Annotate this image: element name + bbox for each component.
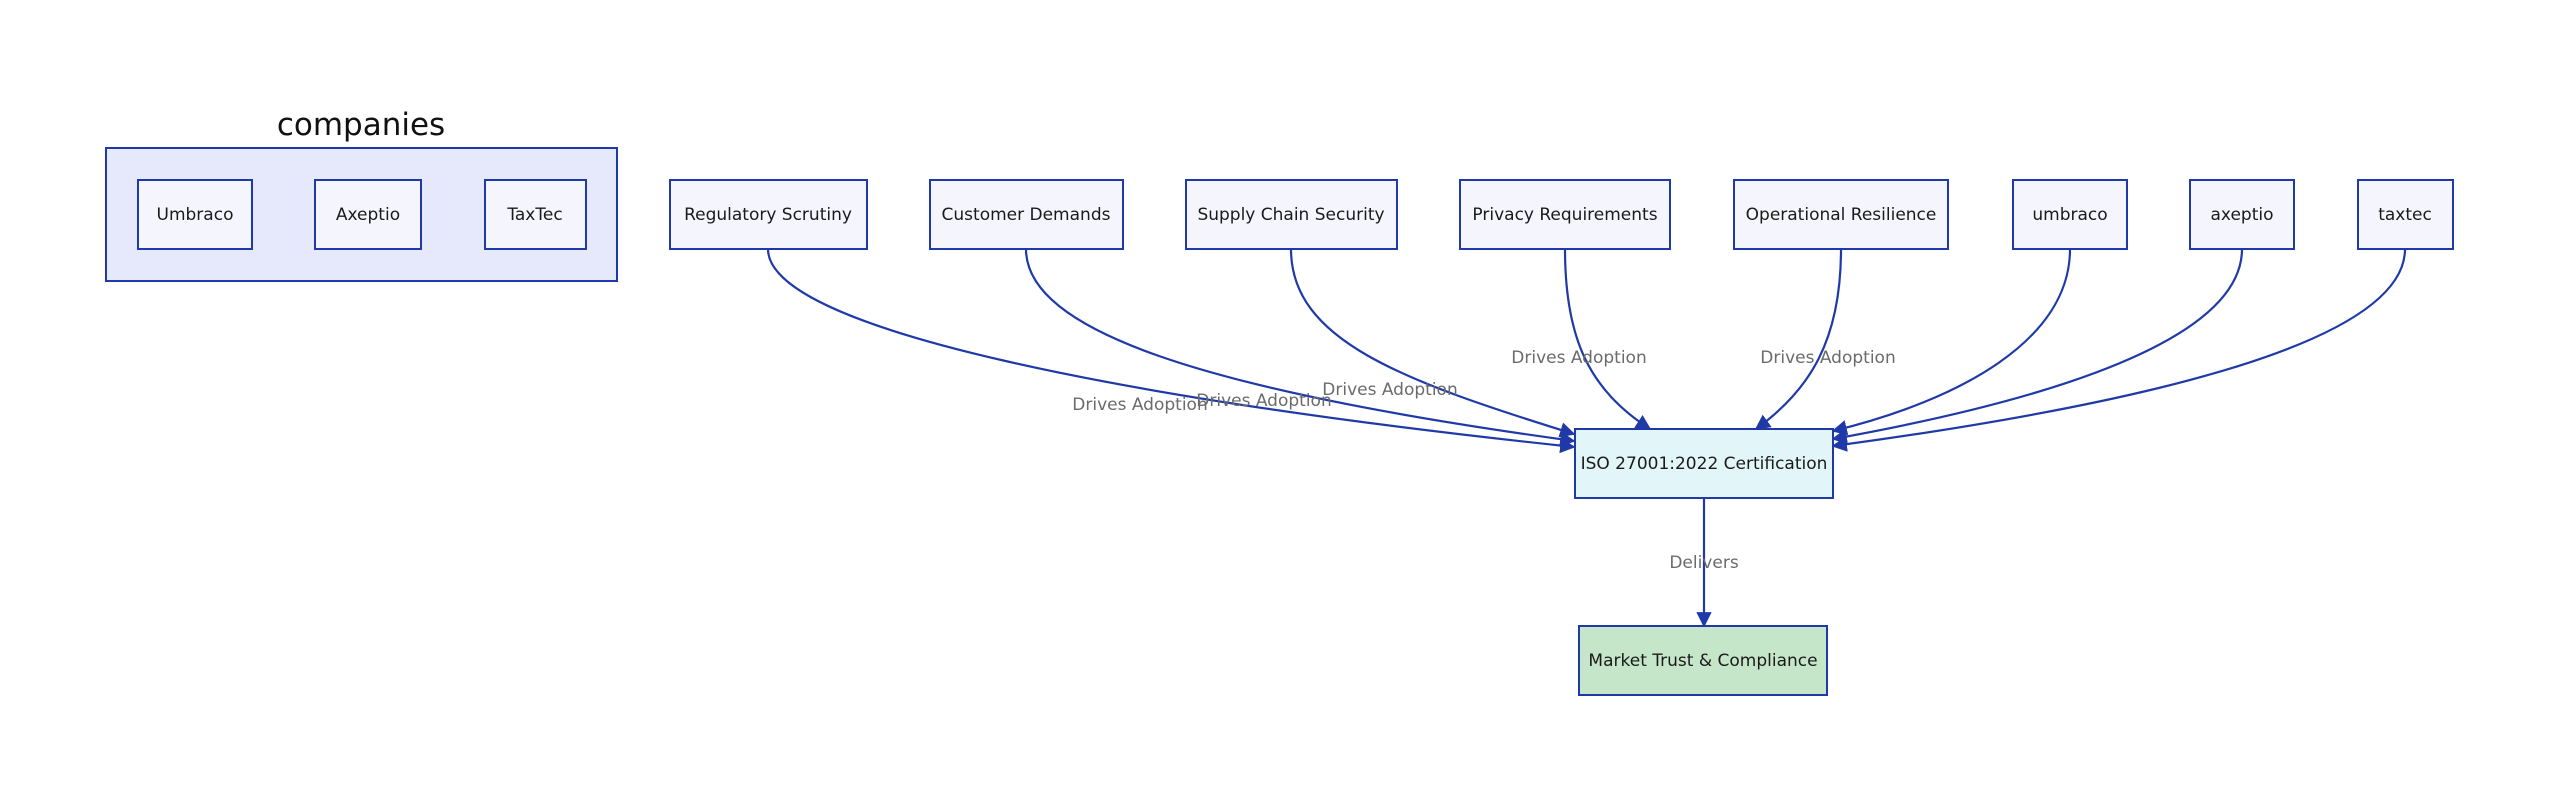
edge-axeptio-to-iso bbox=[1831, 248, 2244, 445]
edge-label-regulatory: Drives Adoption bbox=[1072, 395, 1207, 415]
driver-nodes: Regulatory Scrutiny Customer Demands Sup… bbox=[669, 179, 2454, 250]
companies-cluster: companies Umbraco Axeptio TaxTec bbox=[105, 107, 618, 282]
driver-node-supply-chain-security[interactable]: Supply Chain Security bbox=[1185, 179, 1398, 250]
edge-label-resilience: Drives Adoption bbox=[1760, 348, 1895, 368]
edge-labels: Drives Adoption Drives Adoption Drives A… bbox=[1072, 348, 1895, 573]
edge-privacy-to-iso bbox=[1563, 248, 1652, 430]
edge-label-delivers: Delivers bbox=[1669, 553, 1739, 573]
driver-node-privacy-requirements-label: Privacy Requirements bbox=[1472, 205, 1657, 225]
driver-node-axeptio-label: axeptio bbox=[2211, 205, 2274, 225]
company-node-taxtec[interactable]: TaxTec bbox=[484, 179, 587, 250]
driver-node-taxtec-label: taxtec bbox=[2378, 205, 2432, 225]
market-trust-label: Market Trust & Compliance bbox=[1588, 651, 1817, 671]
edge-customer-to-iso bbox=[1024, 248, 1576, 447]
driver-node-umbraco-label: umbraco bbox=[2032, 205, 2107, 225]
driver-node-operational-resilience-label: Operational Resilience bbox=[1746, 205, 1937, 225]
company-node-umbraco-label: Umbraco bbox=[157, 205, 234, 225]
edge-label-supply: Drives Adoption bbox=[1322, 380, 1457, 400]
edge-supply-to-iso bbox=[1289, 248, 1576, 438]
iso-certification-label: ISO 27001:2022 Certification bbox=[1581, 454, 1828, 474]
driver-node-customer-demands-label: Customer Demands bbox=[942, 205, 1111, 225]
companies-cluster-title: companies bbox=[277, 107, 445, 143]
edge-umbraco-to-iso bbox=[1831, 248, 2072, 436]
driver-node-regulatory-scrutiny[interactable]: Regulatory Scrutiny bbox=[669, 179, 868, 250]
edge-label-privacy: Drives Adoption bbox=[1511, 348, 1646, 368]
driver-node-supply-chain-security-label: Supply Chain Security bbox=[1197, 205, 1384, 225]
company-node-axeptio-label: Axeptio bbox=[336, 205, 400, 225]
market-trust-node[interactable]: Market Trust & Compliance bbox=[1578, 625, 1828, 696]
company-node-axeptio[interactable]: Axeptio bbox=[314, 179, 422, 250]
edge-regulatory-to-iso bbox=[766, 248, 1576, 454]
driver-node-taxtec[interactable]: taxtec bbox=[2357, 179, 2454, 250]
company-node-umbraco[interactable]: Umbraco bbox=[137, 179, 253, 250]
drives-edges bbox=[766, 248, 2407, 628]
company-node-taxtec-label: TaxTec bbox=[506, 205, 562, 225]
edge-taxtec-to-iso bbox=[1831, 248, 2407, 452]
driver-node-customer-demands[interactable]: Customer Demands bbox=[929, 179, 1124, 250]
driver-node-axeptio[interactable]: axeptio bbox=[2189, 179, 2295, 250]
driver-node-privacy-requirements[interactable]: Privacy Requirements bbox=[1459, 179, 1671, 250]
edge-label-customer: Drives Adoption bbox=[1196, 391, 1331, 411]
driver-node-umbraco[interactable]: umbraco bbox=[2012, 179, 2128, 250]
iso-certification-node[interactable]: ISO 27001:2022 Certification bbox=[1574, 428, 1834, 499]
edge-resilience-to-iso bbox=[1754, 248, 1843, 430]
driver-node-regulatory-scrutiny-label: Regulatory Scrutiny bbox=[684, 205, 852, 225]
driver-node-operational-resilience[interactable]: Operational Resilience bbox=[1733, 179, 1949, 250]
